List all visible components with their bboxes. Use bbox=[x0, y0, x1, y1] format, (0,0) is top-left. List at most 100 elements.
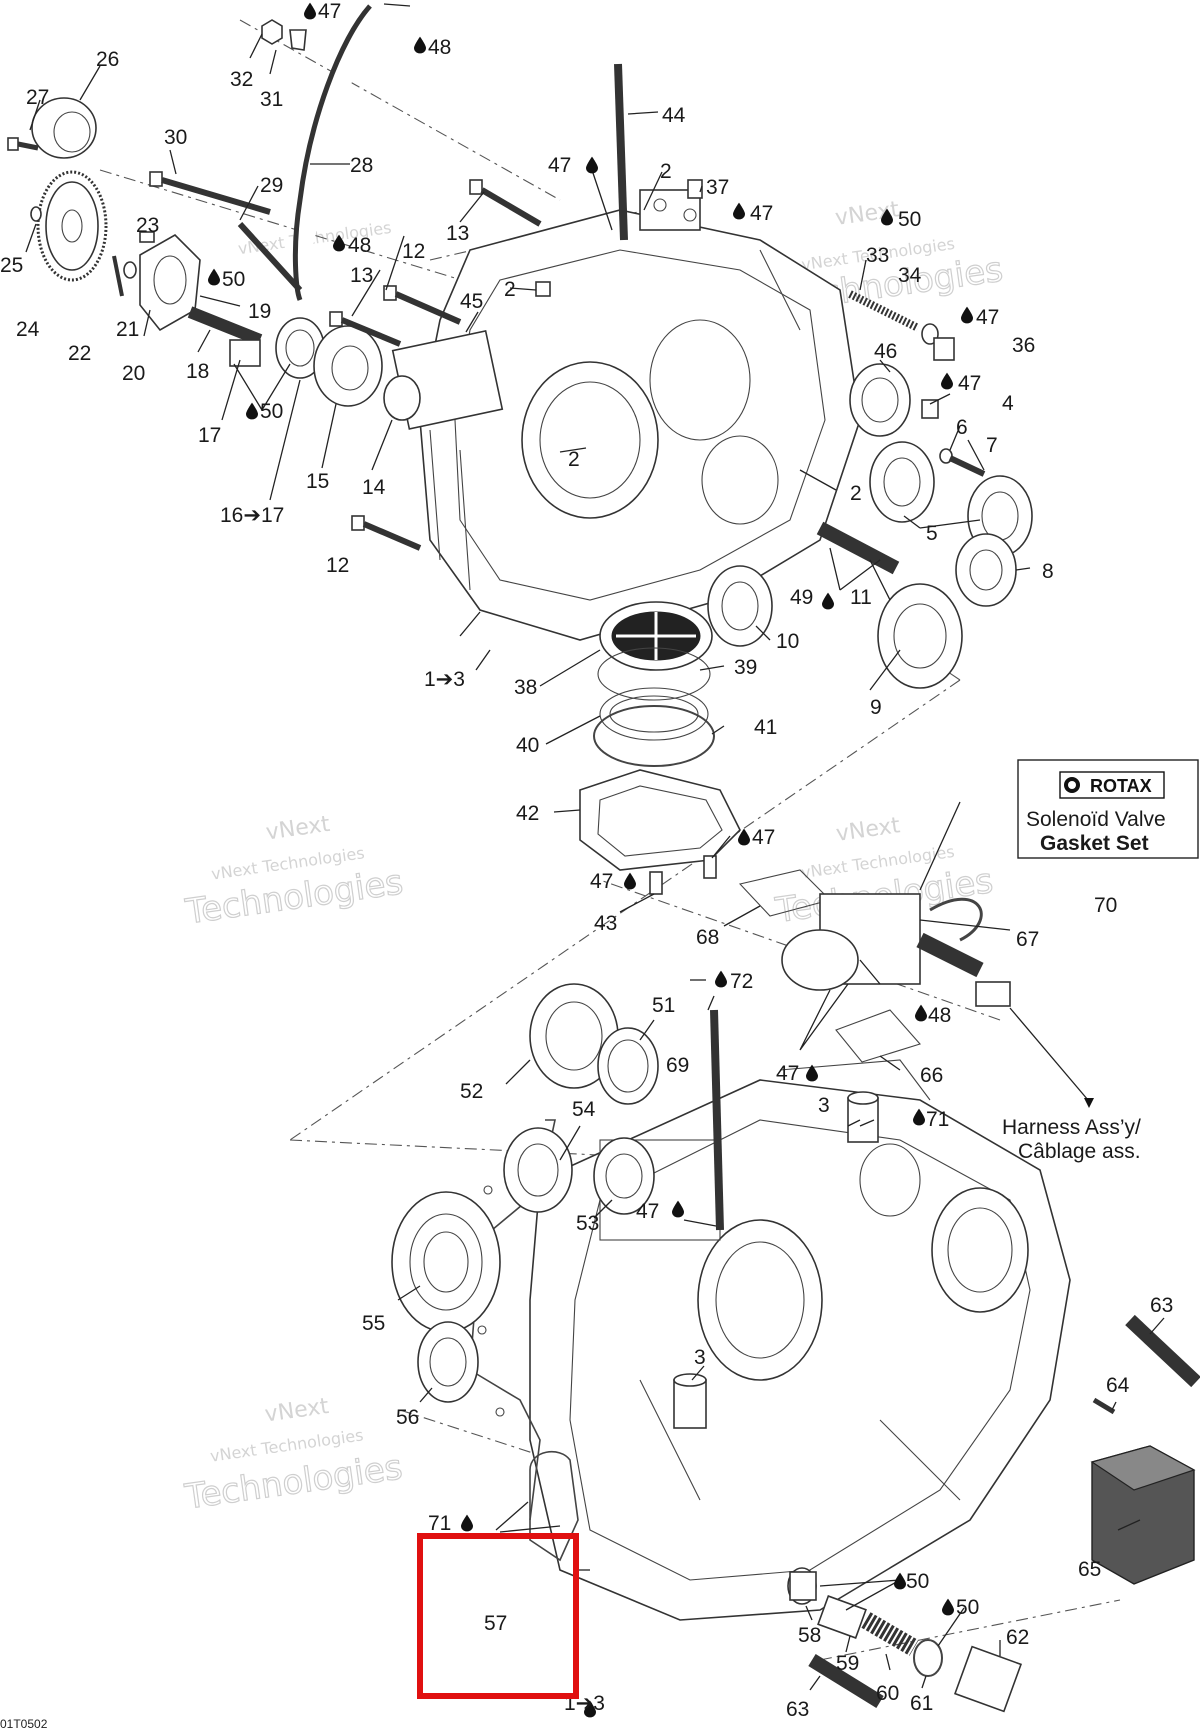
callout-41: 41 bbox=[754, 716, 777, 739]
oil-drop-icon bbox=[941, 372, 953, 390]
oil-drop-icon bbox=[414, 36, 426, 54]
stud-44 bbox=[614, 63, 628, 241]
sleeve-59 bbox=[817, 1595, 867, 1639]
callout-52: 52 bbox=[460, 1080, 483, 1103]
bearing-46 bbox=[849, 363, 911, 437]
callout-15: 15 bbox=[306, 470, 329, 493]
harness-note: Harness Ass’y/ Câblage ass. bbox=[1002, 1116, 1141, 1163]
bearing-56 bbox=[417, 1321, 479, 1403]
oil-strainer-38 bbox=[599, 601, 713, 671]
callout-33: 33 bbox=[866, 244, 889, 267]
bearing-9 bbox=[877, 583, 963, 689]
callout-29: 29 bbox=[260, 174, 283, 197]
callout-47b: 47 bbox=[548, 154, 571, 177]
tube-29 bbox=[237, 221, 303, 293]
callout-39: 39 bbox=[734, 656, 757, 679]
callout-31: 31 bbox=[260, 88, 283, 111]
rotax-note-box: ROTAX Solenoïd Valve Gasket Set bbox=[1017, 759, 1199, 859]
callout-72: 72 bbox=[730, 970, 753, 993]
callout-26: 26 bbox=[96, 48, 119, 71]
callout-69: 69 bbox=[666, 1054, 689, 1077]
callout-44: 44 bbox=[662, 104, 686, 127]
callout-58: 58 bbox=[798, 1624, 821, 1647]
bolt-43 bbox=[649, 871, 663, 895]
oil-drop-icon bbox=[461, 1514, 473, 1532]
callout-64: 64 bbox=[1106, 1374, 1130, 1397]
fitting-58 bbox=[787, 1567, 817, 1605]
callout-30: 30 bbox=[164, 126, 187, 149]
oil-drop-icon bbox=[961, 306, 973, 324]
highlight-box bbox=[417, 1533, 579, 1699]
circlip-25 bbox=[30, 206, 42, 222]
lower-crankcase bbox=[469, 1059, 1071, 1621]
bolt-30 bbox=[149, 171, 271, 215]
bearing-53 bbox=[593, 1137, 655, 1215]
harness-note-line1: Harness Ass’y/ bbox=[1002, 1116, 1141, 1139]
screw-23 bbox=[139, 231, 155, 243]
bolt-47 bbox=[703, 855, 717, 879]
callout-48c: 48 bbox=[928, 1004, 951, 1027]
callout-2b: 2 bbox=[504, 278, 516, 301]
callout-2d: 2 bbox=[850, 482, 862, 505]
screw-4 bbox=[921, 399, 939, 419]
callout-11: 11 bbox=[850, 586, 872, 609]
dowel-2a bbox=[535, 281, 551, 297]
rotor-17 bbox=[229, 339, 261, 367]
oil-drop-icon bbox=[208, 268, 220, 286]
gasket-40 bbox=[599, 687, 709, 741]
callout-24: 24 bbox=[16, 318, 40, 341]
callout-62: 62 bbox=[1006, 1626, 1029, 1649]
oil-drop-icon bbox=[915, 1004, 927, 1022]
callout-61: 61 bbox=[910, 1692, 933, 1715]
oil-drop-icon bbox=[304, 2, 316, 20]
filter-block-65 bbox=[1090, 1445, 1196, 1585]
gasket-66 bbox=[835, 1009, 921, 1063]
gasket-57 bbox=[529, 1451, 579, 1562]
svg-text:vNext: vNext bbox=[264, 812, 331, 846]
callout-16to17: 16➔17 bbox=[220, 504, 284, 527]
svg-text:vNext: vNext bbox=[834, 813, 901, 847]
clamp-31 bbox=[289, 29, 307, 51]
callout-9: 9 bbox=[870, 696, 882, 719]
svg-text:vNext: vNext bbox=[263, 1394, 330, 1428]
oil-pump-body-15 bbox=[313, 325, 383, 407]
harness-arrow bbox=[1084, 1098, 1094, 1108]
callout-32: 32 bbox=[230, 68, 253, 91]
callout-3b: 3 bbox=[694, 1346, 706, 1369]
oil-drop-icon bbox=[586, 156, 598, 174]
callout-68: 68 bbox=[696, 926, 719, 949]
callout-71b: 71 bbox=[428, 1512, 451, 1535]
bolt-12b bbox=[351, 515, 422, 551]
oil-drop-icon bbox=[894, 1572, 906, 1590]
pin-22 bbox=[112, 255, 124, 297]
callout-47e: 47 bbox=[958, 372, 981, 395]
callout-47c: 47 bbox=[750, 202, 773, 225]
callout-47a: 47 bbox=[318, 0, 341, 23]
oil-drop-icon bbox=[822, 592, 834, 610]
gasket-41 bbox=[593, 705, 715, 767]
shaft-11 bbox=[816, 521, 900, 575]
o-ring-61 bbox=[913, 1639, 943, 1677]
callout-4: 4 bbox=[1002, 392, 1014, 415]
callout-20: 20 bbox=[122, 362, 145, 385]
callout-66: 66 bbox=[920, 1064, 943, 1087]
callout-40: 40 bbox=[516, 734, 539, 757]
pin-64 bbox=[1092, 1397, 1116, 1415]
nut-32 bbox=[261, 19, 283, 45]
callout-38: 38 bbox=[514, 676, 537, 699]
watermark-mid-left: vNext vNext Technologies Technologies bbox=[182, 812, 406, 933]
oil-cover-42 bbox=[579, 769, 741, 871]
callout-45: 45 bbox=[460, 290, 483, 313]
callout-6: 6 bbox=[956, 416, 968, 439]
harness-leader bbox=[1009, 1007, 1089, 1101]
callout-14: 14 bbox=[362, 476, 386, 499]
o-ring-14 bbox=[383, 375, 421, 421]
callout-8: 8 bbox=[1042, 560, 1054, 583]
plug-36 bbox=[933, 337, 955, 361]
callout-17: 17 bbox=[198, 424, 221, 447]
callout-46: 46 bbox=[874, 340, 897, 363]
callout-1to3a: 1➔3 bbox=[424, 668, 465, 691]
callout-12b: 12 bbox=[326, 554, 349, 577]
figure-reference: 01T0502 bbox=[0, 1717, 48, 1731]
